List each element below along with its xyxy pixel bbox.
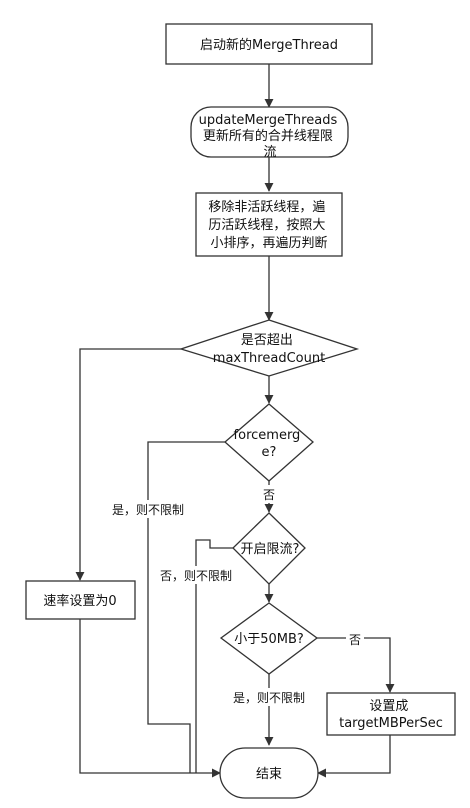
edge-forcemerge-yes-to-end xyxy=(147,441,225,773)
edge-lt50-no-to-set-target xyxy=(317,637,395,693)
edge-label-bg-throttle-no xyxy=(155,566,237,584)
edge-label-throttle-no: 否，则不限制 xyxy=(160,569,232,583)
edge-label-exceeds-yes: 是，则不限制 xyxy=(112,503,184,517)
node-end xyxy=(219,747,319,799)
exceeds-max-label: 是否超出 maxThreadCount xyxy=(213,333,325,366)
node-set-target xyxy=(326,692,456,736)
edge-rate-zero-to-end xyxy=(79,619,221,778)
edge-label-bg-forcemerge-no xyxy=(261,485,277,503)
edge-label-bg-exceeds-yes xyxy=(105,500,191,518)
node-exceeds-max xyxy=(178,319,360,377)
node-start-merge-thread xyxy=(165,23,373,65)
end-label: 结束 xyxy=(256,767,282,782)
throttle-enabled-label: 开启限流? xyxy=(241,542,300,557)
node-set-rate-zero xyxy=(25,580,136,620)
node-throttle-enabled xyxy=(232,512,306,585)
edge-label-lt50-no: 否 xyxy=(349,633,361,647)
node-less-than-50mb xyxy=(219,602,319,675)
less-than-50mb-label: 小于50MB? xyxy=(234,632,304,647)
edge-label-bg-lt50-no xyxy=(346,630,364,648)
forcemerge-label: forcemerg e? xyxy=(234,428,305,460)
edge-throttle-no-to-end xyxy=(195,539,233,773)
update-merge-threads-label: updateMergeThreads 更新所有的合并线程限 流 xyxy=(199,113,342,160)
edge-label-lt50-yes: 是，则不限制 xyxy=(233,691,305,705)
set-target-label: 设置成 targetMBPerSec xyxy=(339,699,443,731)
node-forcemerge xyxy=(224,403,314,482)
edge-set-target-to-end xyxy=(317,735,391,778)
set-rate-zero-label: 速率设置为0 xyxy=(43,593,116,609)
node-remove-inactive xyxy=(195,192,343,257)
edge-label-forcemerge-no: 否 xyxy=(263,488,275,502)
remove-inactive-label: 移除非活跃线程，遍 历活跃线程，按照大 小排序，再遍历判断 xyxy=(208,199,329,251)
edge-exceeds-yes-to-rate-zero xyxy=(75,348,181,581)
node-update-merge-threads xyxy=(190,106,349,158)
start-merge-thread-label: 启动新的MergeThread xyxy=(200,37,338,53)
edge-label-bg-lt50-yes xyxy=(228,688,310,706)
